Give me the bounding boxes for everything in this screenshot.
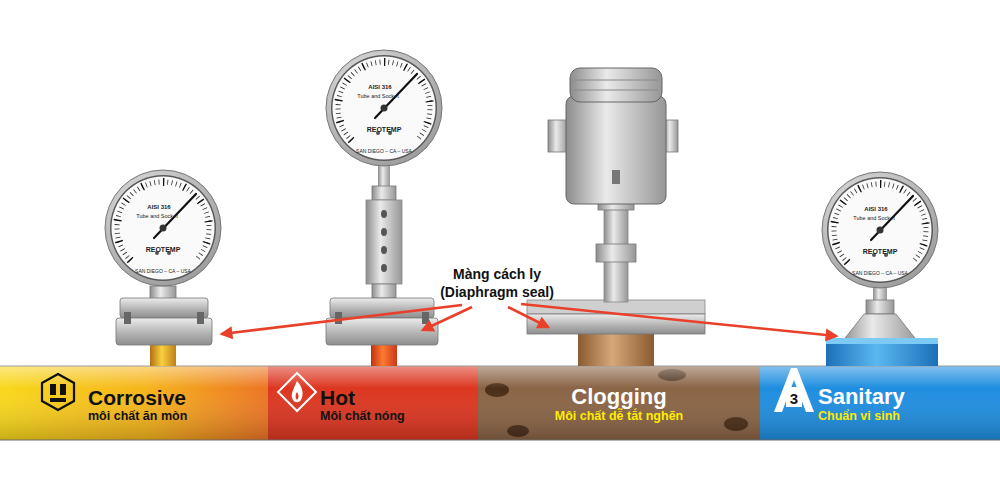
- pipe-segment: HotMôi chất nóng: [268, 366, 478, 440]
- gauge-text: Tube and Socket: [136, 213, 177, 219]
- sanitary-3a-logo: [774, 368, 814, 412]
- hot-icon: [278, 373, 316, 411]
- callout-label: (Diaphragm seal): [440, 284, 554, 300]
- pipe: [0, 366, 1000, 440]
- diaphragm-seal: [372, 186, 396, 200]
- diaphragm-seal: [326, 318, 438, 345]
- pipe-edge: [0, 440, 1000, 441]
- pressure-gauge: [326, 50, 442, 166]
- pressure-transmitter: [574, 90, 658, 91]
- segment-subtitle: môi chất ăn mòn: [88, 409, 187, 425]
- diaphragm-seal: [326, 160, 438, 366]
- diaphragm-seal: [116, 280, 212, 366]
- diaphragm-seal: [381, 264, 387, 272]
- hot-icon: [296, 392, 299, 400]
- gauge-text: AISI 316: [147, 204, 170, 210]
- diaphragm-seal: [866, 300, 894, 314]
- sanitary-3a-logo: [786, 387, 802, 407]
- leader-arrow: [521, 304, 836, 336]
- segment-subtitle: Chuẩn vi sinh: [818, 409, 900, 425]
- segment-title: Hot: [320, 386, 355, 409]
- gauge-text: SAN DIEGO – CA – USA: [135, 268, 191, 274]
- corrosive-icon: [42, 374, 74, 410]
- segment-title: Corrosive: [88, 386, 186, 409]
- pressure-gauge: [105, 170, 221, 286]
- gauge-brand-box: REOTEMP: [284, 117, 484, 136]
- diaphragm-seal: [422, 312, 429, 324]
- diaphragm-seal: [150, 345, 176, 366]
- pressure-transmitter: [527, 314, 705, 334]
- pressure-transmitter: [527, 68, 705, 366]
- gauge-text-box: SAN DIEGO – CA – USA: [780, 260, 980, 279]
- leader-arrow: [508, 307, 548, 327]
- pressure-transmitter: [596, 244, 636, 262]
- leader-arrows: [222, 304, 836, 336]
- callout-label: Màng cách ly: [453, 266, 541, 282]
- corrosive-icon: [50, 398, 66, 402]
- gauge-text: AISI 316: [864, 206, 887, 212]
- gauge-text-box: SAN DIEGO – CA – USA: [284, 138, 484, 157]
- diaphragm-seal: [381, 246, 387, 254]
- gauge-brand: REOTEMP: [863, 248, 898, 255]
- pressure-transmitter: [566, 96, 666, 204]
- pressure-transmitter: [570, 68, 662, 102]
- gauge-text: Tube and Socket: [853, 215, 894, 221]
- diaphragm-seal: [371, 345, 397, 366]
- corrosive-icon: [60, 384, 66, 395]
- diaphragm-seal: [826, 284, 938, 366]
- pressure-transmitter: [578, 334, 654, 366]
- gauge-text: SAN DIEGO – CA – USA: [356, 148, 412, 154]
- segment-title: Clogging: [571, 385, 666, 409]
- pressure-transmitter: [612, 170, 620, 184]
- diaphragm-seal: [842, 314, 918, 342]
- corrosive-icon: [50, 384, 56, 395]
- diaphragm-seal: [366, 200, 402, 284]
- segment-title: Sanitary: [818, 385, 905, 409]
- sanitary-3a-logo: [774, 368, 814, 412]
- corrosive-icon: [42, 374, 74, 410]
- hot-icon: [278, 373, 316, 411]
- gauge-text: SAN DIEGO – CA – USA: [852, 270, 908, 276]
- gauge-brand-box: REOTEMP: [780, 239, 980, 258]
- diaphragm-seal: [381, 228, 387, 236]
- pressure-transmitter: [574, 80, 658, 81]
- diaphragm-seal: [120, 298, 208, 318]
- gauge-text-box: AISI 316: [776, 196, 976, 215]
- logo-number: 3: [790, 390, 798, 407]
- diaphragm-seal: [826, 338, 938, 344]
- callout-label-box: Màng cách ly: [397, 264, 597, 283]
- pressure-transmitter: [548, 120, 568, 152]
- diaphragm-seal: [372, 284, 396, 298]
- pipe-shading: [0, 366, 1000, 440]
- pressure-gauge: [822, 172, 938, 288]
- callout-label-box: (Diaphragm seal): [397, 282, 597, 301]
- segment-subtitle: Môi chất dễ tắt nghẽn: [555, 409, 683, 425]
- leader-arrow: [423, 307, 472, 330]
- gauge-text: AISI 316: [368, 84, 391, 90]
- gauge-brand: REOTEMP: [367, 126, 402, 133]
- hot-icon: [292, 381, 303, 402]
- diaphragm-seal: [381, 210, 387, 218]
- gauge-brand: REOTEMP: [146, 246, 181, 253]
- diaphragm-seal: [335, 312, 342, 324]
- diaphragm-seal: [124, 312, 131, 324]
- gauge-text: Tube and Socket: [357, 93, 398, 99]
- gauge-text-box: SAN DIEGO – CA – USA: [63, 258, 263, 277]
- segment-subtitle: Môi chất nóng: [320, 409, 405, 425]
- gauge-brand-box: REOTEMP: [63, 237, 263, 256]
- gauge-text-box: AISI 316: [59, 194, 259, 213]
- pipe-segment: CloggingMôi chất dễ tắt nghẽn: [478, 366, 760, 440]
- gauge-text-box: AISI 316: [280, 74, 480, 93]
- pipe-segment: Corrosivemôi chất ăn mòn: [0, 366, 268, 440]
- diaphragm-seal: [197, 312, 204, 324]
